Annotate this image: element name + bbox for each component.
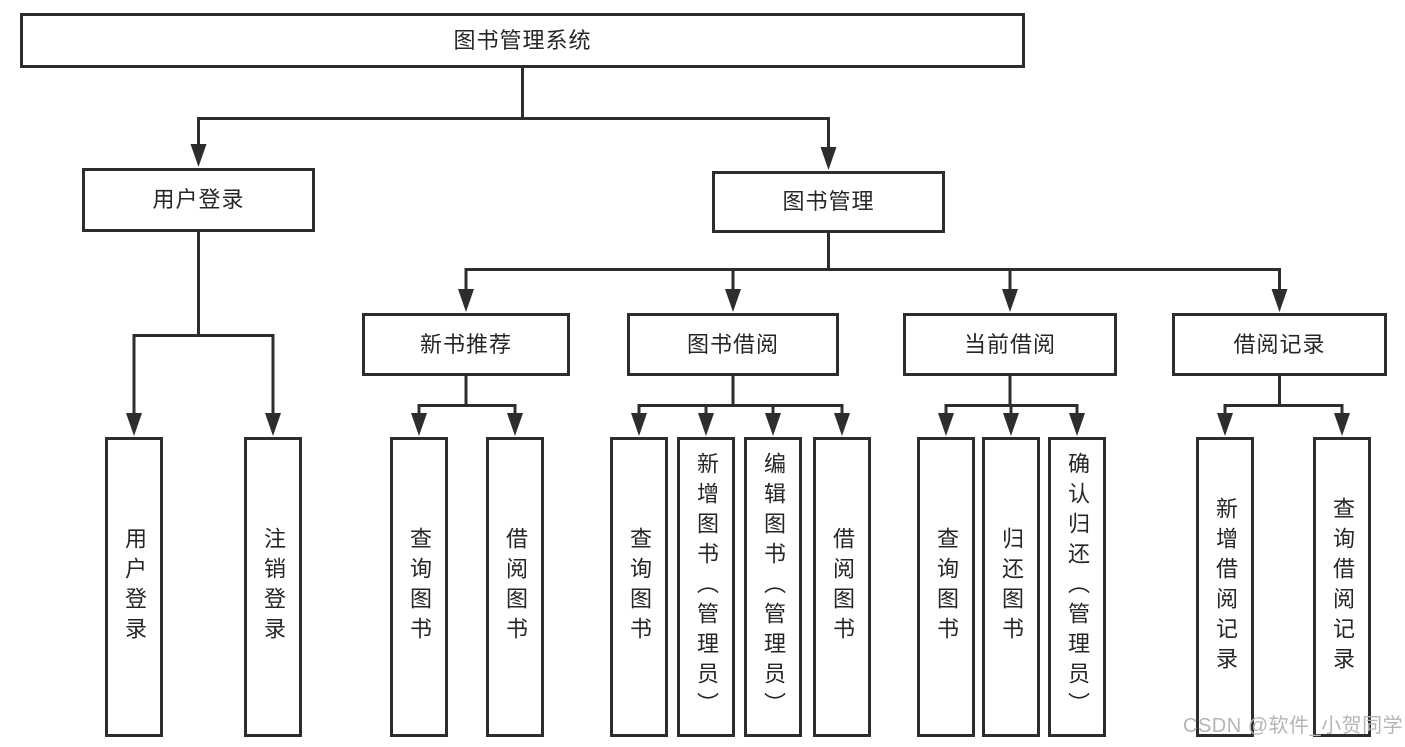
node-label: 用户登录 — [152, 187, 245, 212]
node-borrowing-records: 借阅记录 — [1172, 313, 1387, 376]
leaf-user-login: 用户登录 — [105, 437, 163, 737]
csdn-watermark: CSDN @软件_小贺同学 — [1183, 715, 1404, 737]
edge-root-to-level2 — [197, 68, 830, 153]
leaf-newrec-query-books: 查询图书 — [390, 437, 448, 737]
leaf-current-return-books: 归还图书 — [982, 437, 1040, 737]
leaf-label: 借阅图书 — [830, 527, 855, 647]
leaf-label: 编辑图书（管理员） — [761, 452, 786, 722]
node-book-borrowing: 图书借阅 — [627, 313, 839, 376]
node-user-login: 用户登录 — [82, 168, 315, 232]
leaf-label: 新增借阅记录 — [1213, 497, 1238, 677]
leaf-label: 查询图书 — [407, 527, 432, 647]
leaf-label: 新增图书（管理员） — [694, 452, 719, 722]
node-current-borrowing: 当前借阅 — [903, 313, 1117, 376]
edge-user-login-to-leaves — [132, 232, 275, 420]
node-label: 当前借阅 — [963, 331, 1056, 357]
edge-new-book-rec-to-leaves — [417, 376, 517, 420]
node-new-book-recommend: 新书推荐 — [362, 313, 570, 376]
node-label: 图书管理系统 — [453, 27, 592, 53]
leaf-label: 注销登录 — [261, 527, 286, 647]
arrowheads — [126, 144, 1350, 436]
edge-current-borrow-to-leaves — [944, 376, 1079, 420]
leaf-records-query-record: 查询借阅记录 — [1313, 437, 1371, 737]
leaf-label: 归还图书 — [999, 527, 1024, 647]
leaf-label: 查询图书 — [627, 527, 652, 647]
leaf-borrowing-edit-books-admin: 编辑图书（管理员） — [744, 437, 802, 737]
leaf-borrowing-query-books: 查询图书 — [610, 437, 668, 737]
node-label: 图书管理 — [782, 189, 875, 214]
leaf-label: 查询图书 — [934, 527, 959, 647]
leaf-records-add-record: 新增借阅记录 — [1196, 437, 1254, 737]
leaf-label: 借阅图书 — [503, 527, 528, 647]
leaf-borrowing-add-books-admin: 新增图书（管理员） — [677, 437, 735, 737]
leaf-label: 查询借阅记录 — [1330, 497, 1355, 677]
node-label: 新书推荐 — [419, 331, 512, 357]
node-label: 图书借阅 — [686, 331, 779, 357]
node-book-management: 图书管理 — [712, 171, 945, 233]
node-book-management-system: 图书管理系统 — [20, 13, 1025, 68]
leaf-borrowing-borrow-books: 借阅图书 — [813, 437, 871, 737]
leaf-newrec-borrow-books: 借阅图书 — [486, 437, 544, 737]
leaf-current-confirm-return-admin: 确认归还（管理员） — [1048, 437, 1106, 737]
node-label: 借阅记录 — [1233, 331, 1326, 357]
edge-borrow-records-to-leaves — [1223, 376, 1344, 420]
edge-book-borrow-to-leaves — [637, 376, 844, 420]
leaf-label: 用户登录 — [122, 527, 147, 647]
edge-book-mgmt-to-level3 — [464, 233, 1281, 296]
leaf-label: 确认归还（管理员） — [1065, 452, 1090, 722]
leaf-current-query-books: 查询图书 — [917, 437, 975, 737]
leaf-logout: 注销登录 — [244, 437, 302, 737]
